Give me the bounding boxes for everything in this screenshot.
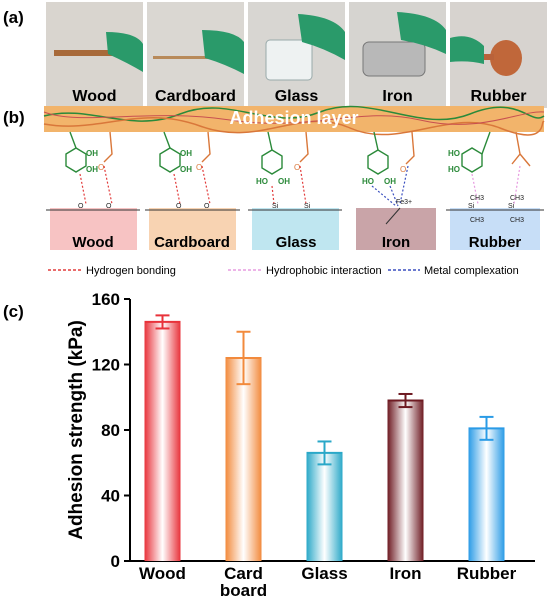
si-label: Si (272, 203, 279, 210)
legend-label: Hydrogen bonding (86, 265, 176, 277)
substrate-block-glass (252, 208, 339, 250)
y-tick-label: 80 (101, 421, 120, 440)
carbonyl-o-label: O (400, 165, 406, 174)
wood-photo-illustration (46, 2, 143, 108)
ho-label: HO (362, 177, 374, 186)
si-label: Si (508, 203, 515, 210)
legend-label: Metal complexation (424, 265, 519, 277)
panel-c-label: (c) (3, 302, 24, 321)
substrate-label: Glass (276, 234, 317, 251)
photo-iron: Iron (349, 2, 446, 108)
ho-label: HO (256, 177, 268, 186)
ch3-label: CH3 (470, 217, 484, 224)
bar-1 (144, 321, 181, 561)
x-tick-label: Iron (389, 564, 421, 583)
glass-photo-illustration (248, 2, 345, 108)
surface-o-label: O (106, 203, 112, 210)
bar-4 (387, 400, 424, 561)
x-tick-label: Rubber (457, 564, 517, 583)
oh-label: OH (86, 149, 98, 158)
oh-label: OH (86, 165, 98, 174)
oh-label: OH (278, 177, 290, 186)
bar-3 (306, 452, 343, 561)
x-tick-label: Glass (301, 564, 347, 583)
substrate-label: Cardboard (154, 234, 230, 251)
y-tick-label: 0 (111, 552, 120, 571)
carbonyl-o-label: O (196, 163, 202, 172)
legend-label: Hydrophobic interaction (266, 265, 382, 277)
ch3-label: CH3 (510, 217, 524, 224)
substrate-label: Wood (72, 234, 113, 251)
photo-glass: Glass (248, 2, 345, 108)
y-tick-label: 160 (92, 290, 120, 309)
oh-label: OH (180, 165, 192, 174)
photo-caption: Wood (72, 88, 117, 105)
photo-cardboard: Cardboard (147, 2, 244, 108)
x-tick-label: board (220, 581, 267, 600)
photo-caption: Iron (382, 88, 413, 105)
photo-caption: Rubber (470, 88, 527, 105)
y-tick-label: 40 (101, 487, 120, 506)
substrate-block-rubber (450, 208, 540, 250)
photo-row: Wood Cardboard Glass Iron (46, 2, 548, 108)
panel-b-label: (b) (3, 108, 25, 127)
y-tick-label: 120 (92, 356, 120, 375)
ho-label: HO (448, 165, 460, 174)
ch3-label: CH3 (510, 195, 524, 202)
iron-photo-illustration (349, 2, 446, 108)
panel-a-label: (a) (3, 8, 24, 27)
substrate-label: Rubber (469, 234, 522, 251)
surface-o-label: O (78, 203, 84, 210)
si-label: Si (304, 203, 311, 210)
surface-o-label: O (204, 203, 210, 210)
y-axis-label: Adhesion strength (kPa) (66, 320, 87, 540)
ho-label: HO (448, 149, 460, 158)
photo-caption: Cardboard (155, 88, 236, 105)
substrate-block-iron (356, 208, 436, 250)
carbonyl-o-label: O (98, 163, 104, 172)
fe-label: Fe3+ (396, 199, 412, 206)
adhesion-layer-label: Adhesion layer (229, 108, 358, 128)
substrate-label: Iron (382, 234, 410, 251)
substrate-block-wood (50, 208, 137, 250)
photo-wood: Wood (46, 2, 143, 108)
ch3-label: CH3 (470, 195, 484, 202)
substrate-block-cardboard (149, 208, 236, 250)
surface-o-label: O (176, 203, 182, 210)
oh-label: OH (180, 149, 192, 158)
si-label: Si (468, 203, 475, 210)
bar-5 (468, 428, 505, 561)
x-tick-label: Card (224, 564, 263, 583)
oh-label: OH (384, 177, 396, 186)
photo-rubber: Rubber (450, 2, 547, 108)
bar-2 (225, 357, 262, 561)
x-tick-label: Wood (139, 564, 186, 583)
interaction-legend: Hydrogen bonding Hydrophobic interaction… (48, 265, 519, 277)
cardboard-photo-illustration (147, 2, 244, 108)
mechanism-diagram: Adhesion layer OH OH OH OH HO (43, 105, 545, 277)
rubber-photo-illustration (450, 2, 547, 108)
photo-caption: Glass (274, 88, 319, 105)
carbonyl-o-label: O (294, 163, 300, 172)
